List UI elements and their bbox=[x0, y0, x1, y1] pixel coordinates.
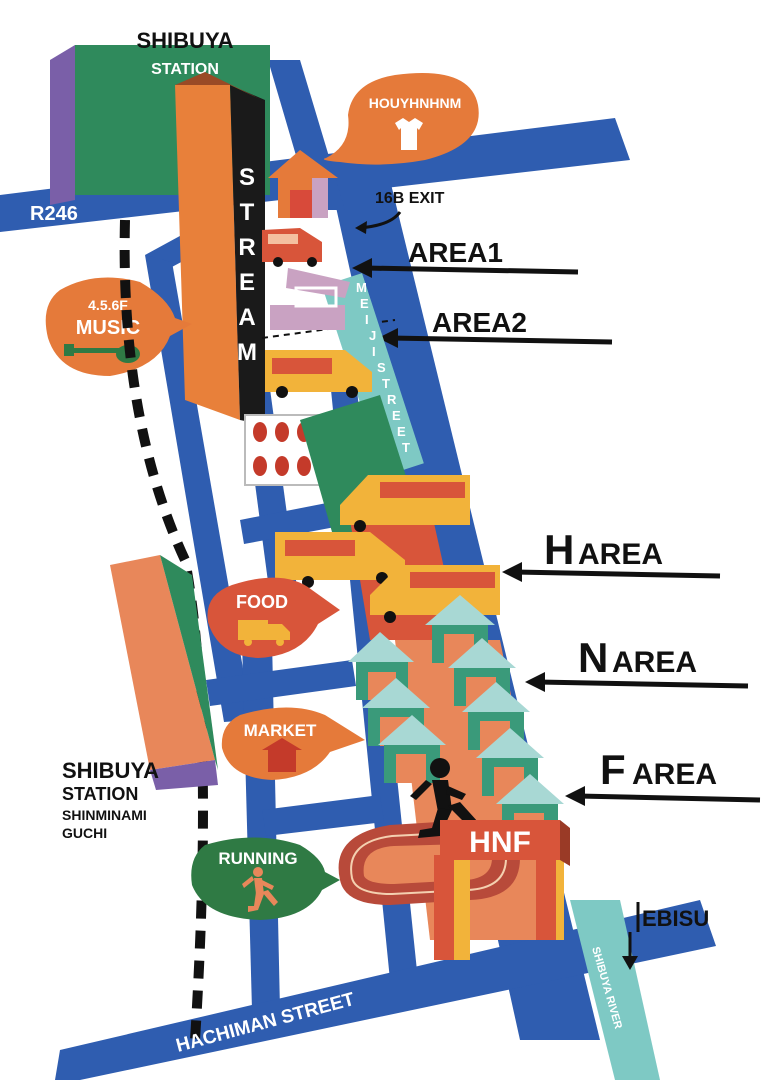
stream-letter-t: T bbox=[240, 199, 255, 226]
road-cross-1 bbox=[240, 500, 346, 544]
bus-icon-3 bbox=[275, 532, 405, 588]
hnf-label: HNF bbox=[469, 826, 531, 859]
stall-icon bbox=[425, 595, 495, 663]
f-area-big: F bbox=[600, 746, 626, 793]
meiji-letter: I bbox=[365, 312, 369, 327]
meiji-letter: T bbox=[402, 440, 410, 455]
ebisu-label: EBISU bbox=[642, 906, 709, 931]
houyhnhnm-label: HOUYHNHNM bbox=[369, 95, 462, 111]
houyhnhnm-bubble: HOUYHNHNM bbox=[323, 73, 479, 165]
shinminami-label-3: SHINMINAMI bbox=[62, 807, 147, 823]
meiji-letter: E bbox=[392, 408, 401, 423]
area2-arrow bbox=[378, 328, 613, 348]
stream-letter-a: A bbox=[238, 304, 255, 331]
meiji-letter: E bbox=[397, 424, 406, 439]
booth-icon bbox=[270, 268, 350, 330]
meiji-letter: T bbox=[382, 376, 390, 391]
exit-16b-arrow bbox=[355, 211, 402, 234]
exit-16b-label: 16B EXIT bbox=[375, 190, 445, 207]
f-area-arrow bbox=[565, 786, 761, 806]
shirt-icon bbox=[395, 118, 423, 150]
road-hachiman-street bbox=[55, 900, 716, 1080]
tent-icon bbox=[268, 150, 338, 218]
h-area-small: AREA bbox=[578, 538, 663, 571]
stream-letter-e: E bbox=[239, 269, 255, 296]
bus-icon-2 bbox=[340, 475, 470, 532]
railway-dashed bbox=[119, 219, 208, 1041]
meiji-letter: M bbox=[356, 280, 367, 295]
running-label: RUNNING bbox=[218, 849, 297, 868]
meiji-letter: J bbox=[369, 328, 376, 343]
runner-icon bbox=[242, 867, 278, 912]
f-area-small: AREA bbox=[632, 758, 717, 791]
meiji-letter: R bbox=[387, 392, 397, 407]
market-label: MARKET bbox=[244, 721, 317, 740]
stream-letters: S T R E A M bbox=[237, 164, 257, 366]
h-area-big: H bbox=[544, 526, 574, 573]
meiji-letter: E bbox=[360, 296, 369, 311]
shinminami-label-4: GUCHI bbox=[62, 825, 107, 841]
shinminami-label-1: SHIBUYA bbox=[62, 758, 159, 783]
r246-label: R246 bbox=[30, 203, 78, 225]
shibuya-river bbox=[570, 900, 660, 1080]
music-floor-label: 4.5.6F bbox=[88, 297, 128, 313]
shinminami-building bbox=[110, 555, 218, 790]
meiji-letter: I bbox=[372, 344, 376, 359]
food-label: FOOD bbox=[236, 592, 288, 612]
stream-building bbox=[175, 72, 265, 425]
stream-letter-m: M bbox=[237, 339, 257, 366]
meiji-street-label: M E I J I S T R E E T bbox=[322, 273, 424, 477]
meiji-letter: S bbox=[377, 360, 386, 375]
area2-label: AREA2 bbox=[432, 307, 527, 338]
shinminami-label-2: STATION bbox=[62, 784, 138, 804]
road-cross-3 bbox=[262, 795, 384, 836]
stream-letter-s: S bbox=[239, 164, 255, 191]
car-icon bbox=[262, 228, 322, 267]
food-bubble: FOOD bbox=[207, 577, 340, 658]
area1-arrow bbox=[352, 258, 579, 278]
market-stalls bbox=[348, 595, 564, 842]
house-icon bbox=[262, 738, 302, 772]
running-bubble: RUNNING bbox=[191, 837, 340, 920]
stream-letter-r: R bbox=[238, 234, 255, 261]
truck-icon bbox=[238, 620, 290, 646]
n-area-small: AREA bbox=[612, 646, 697, 679]
bus-icon-1 bbox=[265, 350, 372, 398]
shibuya-station-label-1: SHIBUYA bbox=[137, 28, 234, 53]
n-area-big: N bbox=[578, 634, 608, 681]
road-cross-2 bbox=[206, 660, 356, 706]
hnf-gate: HNF bbox=[434, 820, 570, 960]
area1-label: AREA1 bbox=[408, 237, 503, 268]
h-area-arrow bbox=[502, 562, 721, 582]
n-area-arrow bbox=[525, 672, 749, 692]
stall-icon bbox=[378, 715, 446, 783]
market-bubble: MARKET bbox=[221, 707, 365, 780]
ebisu-arrow-icon bbox=[622, 932, 638, 970]
